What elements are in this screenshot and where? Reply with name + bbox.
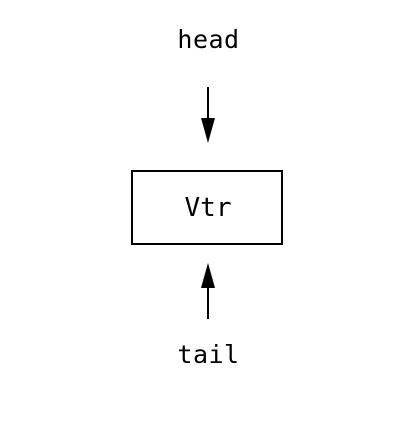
tail-pointer-label: tail: [177, 340, 240, 369]
tail-arrow-head: [201, 263, 215, 288]
vtr-node-label: Vtr: [184, 192, 232, 223]
vtr-node: Vtr: [131, 170, 283, 245]
head-arrow-head: [201, 118, 215, 143]
head-pointer-label: head: [177, 25, 240, 54]
